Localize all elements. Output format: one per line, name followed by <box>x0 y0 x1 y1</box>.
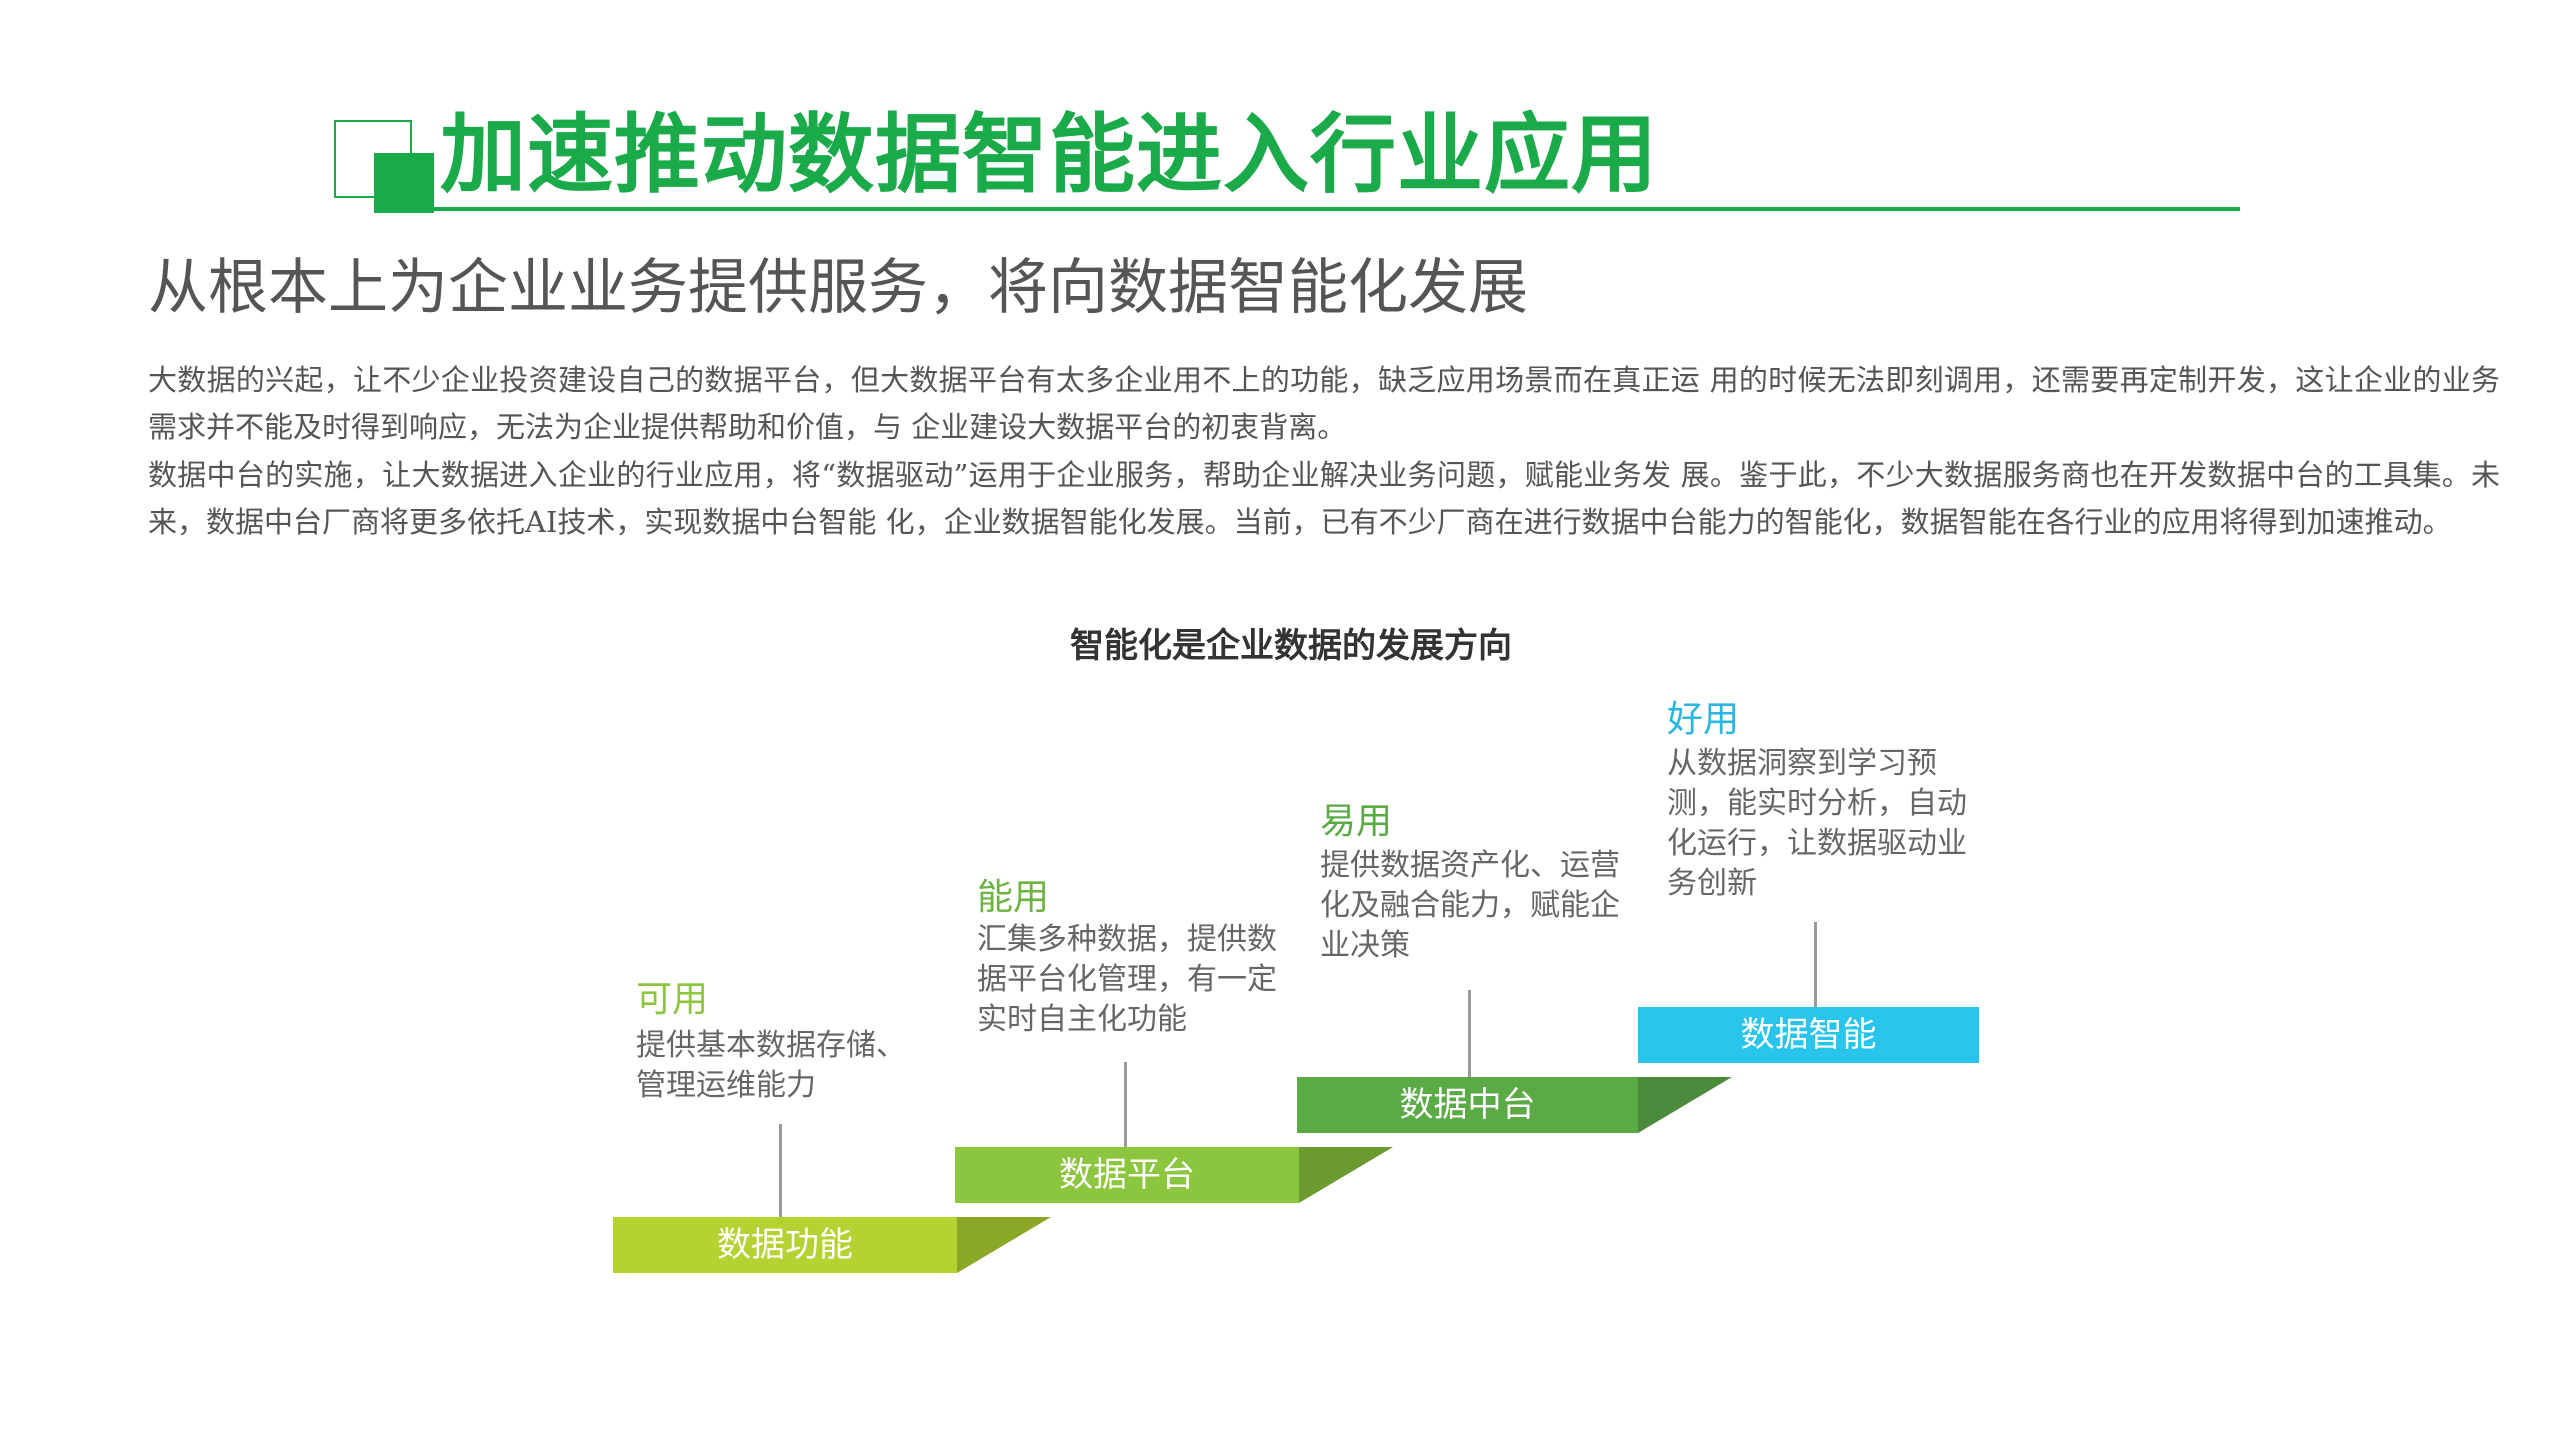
step-1-description: 提供基本数据存储、管理运维能力 <box>636 1028 906 1103</box>
step-1-connector <box>779 1124 782 1218</box>
page-title: 加速推动数据智能进入行业应用 <box>440 105 1658 205</box>
step-2-connector <box>1124 1062 1127 1148</box>
step-2-bar: 数据平台 <box>955 1147 1299 1203</box>
step-2-bar-shadow <box>1299 1147 1393 1203</box>
step-3-bar-shadow <box>1638 1077 1732 1133</box>
paragraph-1: 大数据的兴起，让不少企业投资建设自己的数据平台，但大数据平台有太多企业用不上的功… <box>148 363 2500 444</box>
step-4-bar: 数据智能 <box>1638 1007 1979 1063</box>
step-4-connector <box>1814 922 1817 1008</box>
step-3-heading: 易用 <box>1320 801 1393 842</box>
step-4-heading: 好用 <box>1667 699 1740 740</box>
page-subtitle: 从根本上为企业业务提供服务，将向数据智能化发展 <box>148 253 1528 323</box>
title-underline <box>432 207 2240 211</box>
step-3-bar: 数据中台 <box>1297 1077 1638 1133</box>
step-1-bar: 数据功能 <box>613 1217 957 1273</box>
diagram-title: 智能化是企业数据的发展方向 <box>1070 626 1512 666</box>
step-3-description: 提供数据资产化、运营化及融合能力，赋能企业决策 <box>1320 848 1620 963</box>
paragraph-2: 数据中台的实施，让大数据进入企业的行业应用，将“数据驱动”运用于企业服务，帮助企… <box>148 458 2500 539</box>
step-1-heading: 可用 <box>636 979 709 1020</box>
step-3-connector <box>1468 990 1471 1078</box>
step-2-heading: 能用 <box>977 877 1050 918</box>
title-decoration-solid <box>374 153 434 213</box>
step-1-bar-shadow <box>957 1217 1051 1273</box>
step-4-description: 从数据洞察到学习预测，能实时分析，自动化运行，让数据驱动业务创新 <box>1667 746 1967 901</box>
step-2-description: 汇集多种数据，提供数据平台化管理，有一定实时自主化功能 <box>977 922 1277 1037</box>
